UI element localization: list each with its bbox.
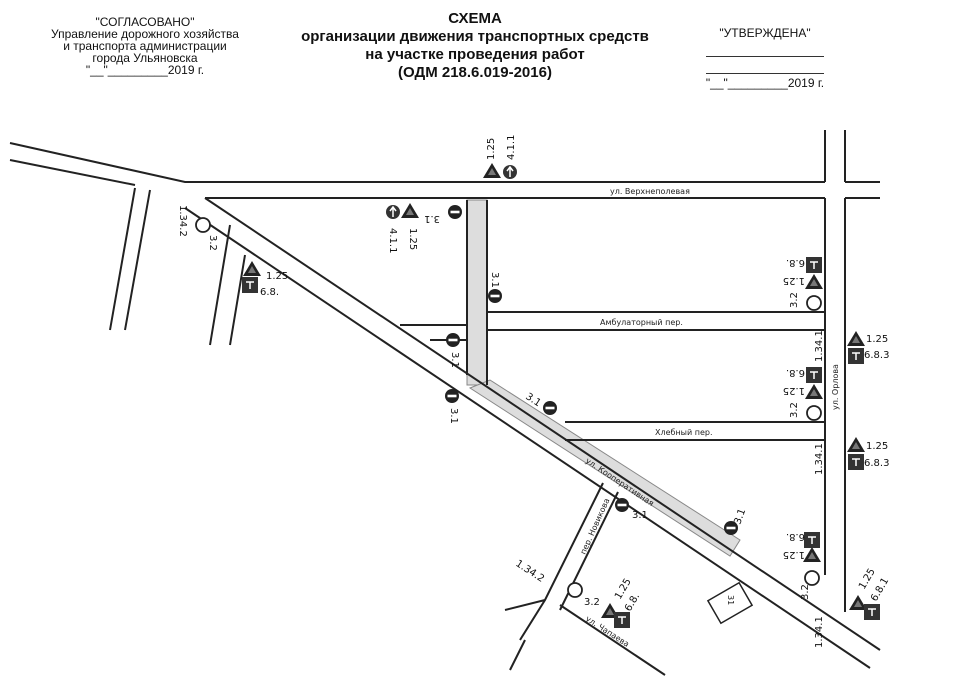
no-vehicles-sign-icon xyxy=(804,570,820,586)
approval-block-left: "СОГЛАСОВАНО" Управление дорожного хозяй… xyxy=(40,16,250,76)
detour-plate-icon xyxy=(805,366,823,384)
sign-group-verkhnepolevaya: 4.1.1 1.25 3.1 xyxy=(385,203,462,253)
sign-label: 6.8. xyxy=(786,531,805,542)
signature-line xyxy=(706,59,824,74)
sign-label: 6.8. xyxy=(260,287,279,298)
sign-label: 1.34.2 xyxy=(513,558,546,585)
sign-label: 1.25 xyxy=(783,385,805,396)
sign-label: 1.25 xyxy=(783,549,805,560)
sign-label: 3.1 xyxy=(489,272,500,288)
sign-label: 1.34.1 xyxy=(814,330,825,362)
sign-label: 3.1 xyxy=(424,213,440,224)
approved-org-line3: города Ульяновска xyxy=(92,51,198,65)
road-works-sign-icon xyxy=(805,384,823,399)
street-label-verkhnepolevaya: ул. Верхнеполевая xyxy=(610,187,690,196)
sign-label: 6.8. xyxy=(786,257,805,268)
road-works-sign-icon xyxy=(243,261,261,276)
road-works-sign-icon xyxy=(483,163,501,178)
no-entry-sign-icon xyxy=(448,205,462,219)
document-subtitle-1: организации движения транспортных средст… xyxy=(301,28,649,45)
detour-plate-icon xyxy=(803,531,821,549)
no-vehicles-sign-icon xyxy=(567,582,583,598)
marking-label: 1.34.2 xyxy=(177,205,188,237)
sign-label: 3.1 xyxy=(449,352,460,368)
no-vehicles-sign-icon xyxy=(806,405,822,421)
road-works-sign-icon xyxy=(847,437,865,452)
sign-label: 3.1 xyxy=(448,408,459,424)
sign-group-top: 1.25 4.1.1 xyxy=(483,135,518,180)
sign-label: 3.2 xyxy=(789,402,800,418)
approved-right-date: "__"_________2019 г. xyxy=(705,76,825,90)
sign-label: 1.25 xyxy=(866,441,888,452)
sign-label: 4.1.1 xyxy=(387,228,398,253)
roads: 31 xyxy=(9,130,881,676)
sign-label: 1.25 xyxy=(866,334,888,345)
approved-title: "СОГЛАСОВАНО" xyxy=(95,15,195,29)
no-vehicles-sign-icon xyxy=(195,217,211,233)
detour-plate-icon xyxy=(613,611,631,629)
detour-plate-icon xyxy=(241,276,259,294)
detour-plate-icon xyxy=(805,256,823,274)
building-31 xyxy=(706,581,754,625)
sign-label: 1.34.1 xyxy=(814,616,825,648)
sign-group-orlova-left: 1.25 6.8.3 1.25 6.8.3 1.25 6.8.1 xyxy=(847,331,891,621)
street-label-novikova: пер. Новикова xyxy=(579,497,612,556)
no-entry-sign-icon xyxy=(445,389,459,403)
sign-label: 3.2 xyxy=(800,584,811,600)
document-subtitle-3: (ОДМ 218.6.019-2016) xyxy=(398,64,552,81)
sign-label: 3.2 xyxy=(207,235,218,251)
sign-label: 3.1 xyxy=(732,507,748,526)
approved-org-line1: Управление дорожного хозяйства xyxy=(51,27,239,41)
no-entry-sign-icon xyxy=(446,333,460,347)
ahead-sign-icon xyxy=(385,204,401,220)
document-subtitle-2: на участке проведения работ xyxy=(365,46,585,63)
sign-label: 1.25 xyxy=(266,271,288,282)
sign-label: 1.34.1 xyxy=(814,443,825,475)
detour-plate-icon xyxy=(847,347,865,365)
sign-label: 1.25 xyxy=(407,228,418,250)
approved-date: "__"_________2019 г. xyxy=(85,63,205,77)
sign-label: 3.1 xyxy=(632,510,648,521)
no-vehicles-sign-icon xyxy=(806,295,822,311)
sign-label: 6.8.3 xyxy=(864,458,889,469)
document-title-block: СХЕМА организации движения транспортных … xyxy=(270,10,680,82)
no-entry-sign-icon xyxy=(615,498,629,512)
road-works-sign-icon xyxy=(805,274,823,289)
sign-group-orlova-right: 3.2 1.25 6.8. 3.2 1.25 6.8. 3.2 1.25 6.8… xyxy=(783,256,825,648)
approval-block-right: "УТВЕРЖДЕНА" "__"_________2019 г. xyxy=(700,26,830,90)
sign-label: 3.2 xyxy=(789,292,800,308)
sign-label: 1.25 xyxy=(783,275,805,286)
street-label-ambulatorny: Амбулаторный пер. xyxy=(600,318,683,327)
street-label-orlova: ул. Орлова xyxy=(831,364,840,410)
no-entry-sign-icon xyxy=(488,289,502,303)
sign-label: 4.1.1 xyxy=(506,135,517,160)
signature-line xyxy=(706,42,824,57)
sign-label: 3.2 xyxy=(584,597,600,608)
road-works-sign-icon xyxy=(401,203,419,218)
document-title: СХЕМА xyxy=(448,10,502,27)
road-works-sign-icon xyxy=(847,331,865,346)
ahead-sign-icon xyxy=(502,164,518,180)
no-entry-sign-icon xyxy=(543,401,557,415)
street-label-khlebny: Хлебный пер. xyxy=(655,428,713,437)
detour-plate-icon xyxy=(847,453,865,471)
approved-right-title: "УТВЕРЖДЕНА" xyxy=(719,26,811,40)
sign-label: 6.8.3 xyxy=(864,350,889,361)
sign-group-left: 1.25 6.8. xyxy=(241,261,288,298)
detour-plate-icon xyxy=(863,603,881,621)
building-number: 31 xyxy=(726,595,735,605)
sign-label: 1.25 xyxy=(486,138,497,160)
approved-org-line2: и транспорта администрации xyxy=(63,39,227,53)
sign-label: 6.8. xyxy=(786,367,805,378)
